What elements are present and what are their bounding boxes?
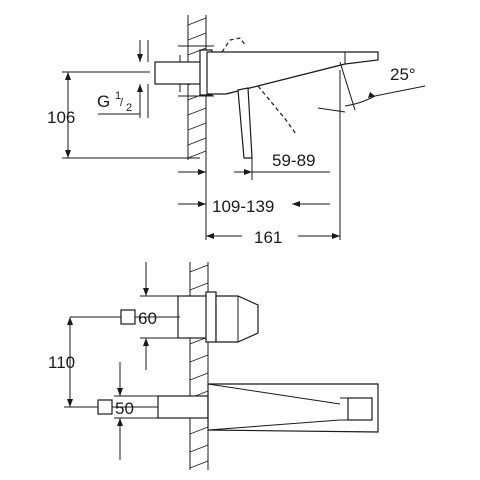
angle-label: 25° xyxy=(390,65,416,84)
front-view: 60 110 50 xyxy=(48,262,379,470)
thread-numerator: 1 xyxy=(115,90,121,102)
spout-outlet xyxy=(347,397,373,421)
wall-range-dimension: 109-139 xyxy=(178,160,330,240)
height-label: 106 xyxy=(47,108,75,127)
spacing-dimension: 110 xyxy=(48,317,75,407)
spout-side-profile xyxy=(206,51,379,95)
spout-dimension: 50 xyxy=(64,362,160,460)
spacing-label: 110 xyxy=(48,353,75,372)
side-view: 106 G 1 / 2 25° xyxy=(47,15,426,247)
lever-handle xyxy=(237,87,253,159)
thread-label: G 1 / 2 xyxy=(97,40,149,118)
wall-front xyxy=(189,262,209,470)
spout-front xyxy=(157,383,379,433)
handle-square-symbol xyxy=(120,309,136,325)
total-length-dimension: 161 xyxy=(206,70,341,247)
thread-slash: / xyxy=(120,97,124,109)
spout-square-label: 50 xyxy=(115,399,134,418)
projection-dimension: 59-89 xyxy=(178,151,330,180)
handle-square-label: 60 xyxy=(138,309,157,328)
angle-dimension: 25° xyxy=(317,61,426,113)
thread-prefix: G xyxy=(97,92,110,111)
wall-range-label: 109-139 xyxy=(212,197,274,216)
lever-raised-outline xyxy=(221,37,247,53)
lever-swing-outline xyxy=(257,85,297,135)
spout-square-symbol xyxy=(97,399,113,415)
total-length-label: 161 xyxy=(254,228,282,247)
projection-label: 59-89 xyxy=(272,151,315,170)
inlet-pipe xyxy=(154,61,204,85)
height-dimension: 106 xyxy=(47,71,200,159)
handle-assembly xyxy=(177,291,259,343)
handle-dimension: 60 xyxy=(70,262,180,370)
thread-denominator: 2 xyxy=(126,102,132,114)
